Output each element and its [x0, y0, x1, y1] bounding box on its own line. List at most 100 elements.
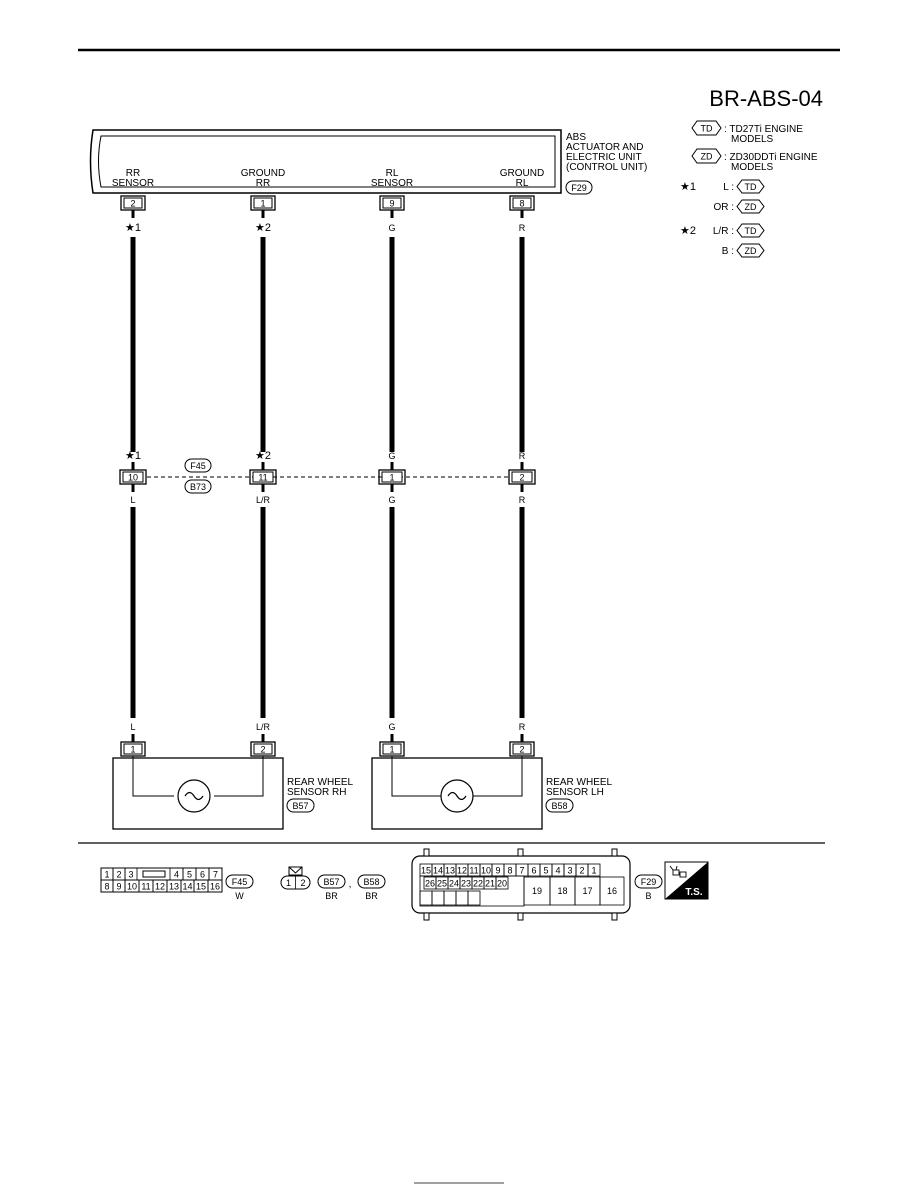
joint-pin-number: 1: [389, 473, 394, 483]
f29-large-pin: 19: [532, 886, 542, 896]
joint-pin-1: 10: [119, 469, 147, 485]
legend-td-tag-shape: [691, 120, 722, 136]
sensor-lh-name-1: REAR WHEEL: [546, 777, 613, 788]
joint-connector: ★1 ★2 G R 10 11 1 2 F45 B73 L L/R G: [119, 450, 536, 505]
joint-pin-number: 2: [519, 473, 524, 483]
f29-top-pin: 4: [555, 866, 560, 876]
b58-tag: B58: [363, 877, 379, 887]
f45-bottom-pin: 14: [182, 882, 192, 892]
legend-td-line-2: MODELS: [731, 134, 774, 145]
joint-lower-color-2: L/R: [256, 495, 271, 505]
joint-pin-number: 11: [258, 473, 267, 483]
f45-bottom-pin: 12: [155, 882, 165, 892]
f29-tag-shape: [634, 874, 663, 889]
f45-bottom-pin: 10: [127, 882, 137, 892]
b57-pin: 2: [300, 878, 305, 888]
joint-upper-color-2: ★2: [255, 450, 271, 462]
f29-empty-cavity: [431, 890, 445, 906]
f29-color: B: [645, 891, 651, 901]
sensor-rh-pin-2: 2: [250, 741, 276, 757]
f29-empty-cavity: [419, 890, 433, 906]
f29-top-pin: 15: [421, 866, 431, 876]
wire-color-top-3: G: [388, 223, 395, 233]
unit-connector-tag-shape: [565, 180, 593, 195]
connector-view-f45: 1 2 3 4 5 6 7 8 9 10 11 12 13 14 15 16 F…: [100, 867, 254, 901]
b57-color: BR: [325, 891, 338, 901]
joint-pin-2: 11: [249, 469, 277, 485]
legend-note-1-row-1-tag: TD: [745, 182, 757, 192]
joint-upper-color-1: ★1: [125, 450, 141, 462]
legend-note-2-star: ★2: [680, 225, 696, 237]
legend: TD : TD27Ti ENGINE MODELS ZD : ZD30DDTi …: [680, 120, 818, 258]
terminal-label-rl-sensor-2: SENSOR: [371, 178, 413, 189]
unit-pin-rr-sensor: 2: [120, 195, 146, 211]
legend-td-line-1: : TD27Ti ENGINE: [724, 124, 803, 135]
f45-bottom-pin: 15: [196, 882, 206, 892]
joint-pin-4: 2: [508, 469, 536, 485]
legend-note-2-row-2-color: B :: [722, 246, 734, 257]
terminal-label-rr-sensor-2: SENSOR: [112, 178, 154, 189]
unit-pin-number: 9: [389, 199, 394, 209]
legend-note-2-row-1-tag: TD: [745, 226, 757, 236]
b57-pin: 1: [286, 878, 291, 888]
legend-note-2-row-2-tag: ZD: [745, 246, 757, 256]
f45-bottom-pin: 16: [210, 882, 220, 892]
f45-bottom-pin: 8: [104, 882, 109, 892]
f45-tag-shape: [225, 874, 254, 889]
legend-note-2-row-1-color: L/R :: [713, 226, 734, 237]
unit-name-line-4: (CONTROL UNIT): [566, 162, 647, 173]
wire-stubs: [131, 210, 524, 742]
joint-upper-color-3: G: [388, 451, 395, 461]
abs-unit: ABS ACTUATOR AND ELECTRIC UNIT (CONTROL …: [89, 129, 647, 195]
sensor-pin-number: 2: [519, 745, 524, 755]
f29-empty-cavity: [455, 890, 469, 906]
joint-lower-color-4: R: [519, 495, 526, 505]
f29-top-pin: 7: [519, 866, 524, 876]
f29-middle-pin: 26: [425, 879, 435, 889]
sensor-pin-number: 2: [260, 745, 265, 755]
terminal-label-rr-sensor-1: RR: [126, 168, 140, 179]
joint-upper-tag: F45: [190, 461, 206, 471]
f29-top-pin: 3: [567, 866, 572, 876]
unit-name-line-1: ABS: [566, 132, 586, 143]
unit-pin-number: 8: [519, 199, 524, 209]
terminal-label-ground-rr-1: GROUND: [241, 168, 285, 179]
sensor-pin-number: 1: [130, 745, 135, 755]
f45-bottom-pin: 11: [141, 882, 150, 892]
rear-wheel-sensor-rh: 1 2 REAR WHEEL SENSOR RH B57: [112, 741, 354, 830]
legend-zd-tag: ZD: [701, 152, 713, 162]
sensor-lh-pin-2: 2: [509, 741, 535, 757]
joint-upper-tag-shape: [184, 458, 212, 473]
joint-upper-color-4: R: [519, 451, 526, 461]
f29-middle-pin: 24: [449, 879, 459, 889]
f29-middle-pin: 22: [473, 879, 483, 889]
f29-empty-cavity: [467, 890, 481, 906]
legend-td-tag: TD: [701, 124, 713, 134]
sensor-lh-tag-shape: [545, 798, 574, 813]
unit-connector-tag: F29: [571, 183, 587, 193]
f45-latch-icon: [142, 870, 166, 878]
joint-pin-3: 1: [378, 469, 406, 485]
f29-top-pin: 2: [579, 866, 584, 876]
f29-large-pin: 18: [557, 886, 567, 896]
f29-top-pin: 13: [445, 866, 455, 876]
f29-top-pin: 6: [531, 866, 536, 876]
joint-lower-color-3: G: [388, 495, 395, 505]
wire-color-bottom-1: L: [130, 722, 135, 732]
terminal-label-ground-rl-1: GROUND: [500, 168, 544, 179]
wire-color-bottom-4: R: [519, 722, 526, 732]
f29-middle-pin: 21: [485, 879, 495, 889]
f45-top-pin: 6: [200, 870, 205, 880]
wire-color-bottom-2: L/R: [256, 722, 271, 732]
legend-zd-line-1: : ZD30DDTi ENGINE: [724, 152, 818, 163]
legend-note-1-row-1-color: L :: [723, 182, 734, 193]
unit-pin-number: 1: [260, 199, 265, 209]
page-id: BR-ABS-04: [709, 86, 823, 111]
sensor-lh-tag: B58: [551, 801, 567, 811]
f29-top-pin: 5: [543, 866, 548, 876]
terminal-label-ground-rr-2: RR: [256, 178, 270, 189]
unit-pin-ground-rr: 1: [250, 195, 276, 211]
f29-top-pin: 8: [507, 866, 512, 876]
f29-middle-pin: 23: [461, 879, 471, 889]
